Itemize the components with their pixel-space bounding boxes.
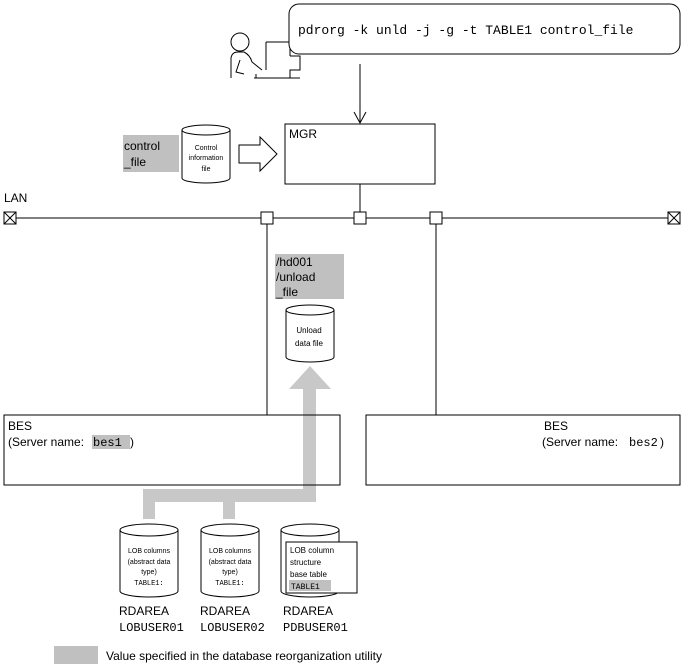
rdarea2-desc-line2: (abstract data (209, 559, 252, 566)
unload-path-line3: _file (275, 285, 298, 299)
command-arrow-head (353, 111, 367, 125)
unload-data-file-cylinder (285, 304, 335, 363)
unload-data-line1: Unload (296, 326, 321, 335)
unload-path-highlight (275, 254, 344, 299)
bes2-box (365, 414, 681, 486)
control-info-file-cylinder (181, 124, 231, 184)
bes1-title: BES (8, 419, 32, 433)
rdarea-lobuser01-cylinder (119, 523, 179, 598)
unload-flow-arrow (143, 366, 331, 519)
rdarea2-rd-name: LOBUSER02 (200, 621, 265, 635)
rdarea-lobuser02-cylinder (200, 523, 260, 598)
control-info-line3: file (202, 166, 211, 173)
bes1-server-prefix: (Server name: (8, 435, 84, 449)
operator-icon (230, 32, 301, 79)
control-file-line1: control (124, 139, 160, 153)
unload-path-line1: /hd001 (276, 255, 313, 269)
control-file-highlight (123, 135, 179, 172)
lan-terminator-right (667, 211, 681, 225)
unload-path-line2: /unload (276, 270, 315, 284)
rdarea3-rd-label: RDAREA (283, 604, 333, 618)
rdarea1-desc-line2: (abstract data (128, 559, 171, 566)
legend-text: Value specified in the database reorgani… (106, 649, 382, 663)
rdarea2-rd-label: RDAREA (200, 604, 250, 618)
control-info-line1: Control (195, 145, 218, 152)
rdarea3-desc-line3: base table (290, 570, 327, 579)
rdarea3-rd-name: PDBUSER01 (283, 621, 348, 635)
rdarea1-table: TABLE1: (134, 580, 163, 588)
rdarea1-rd-label: RDAREA (119, 604, 169, 618)
rdarea3-desc-line1: LOB column (290, 546, 334, 555)
mgr-box (284, 123, 436, 185)
bes1-server-name: bes1 (93, 436, 122, 450)
bes2-server-name: bes2 (629, 436, 658, 450)
bes2-server-prefix: (Server name: (542, 435, 618, 449)
mgr-label: MGR (289, 127, 317, 141)
lan-node-bes2 (429, 211, 443, 225)
rdarea3-table: TABLE1 (291, 583, 320, 592)
control-file-line2: _file (123, 155, 146, 169)
rdarea2-desc-line1: LOB columns (209, 548, 252, 555)
rdarea1-desc-line1: LOB columns (128, 548, 171, 555)
bes1-name-highlight (92, 435, 130, 449)
legend-swatch (54, 646, 98, 664)
rdarea2-table: TABLE1: (215, 580, 244, 588)
bes1-box (3, 414, 341, 486)
rdarea2-desc-line3: type) (222, 569, 238, 576)
rdarea3-desc-line2: structure (290, 558, 322, 567)
rdarea1-rd-name: LOBUSER01 (119, 621, 184, 635)
command-box (288, 3, 681, 55)
lan-terminator-left (3, 211, 17, 225)
command-text: pdrorg -k unld -j -g -t TABLE1 control_f… (298, 23, 633, 38)
rdarea3-table-highlight (289, 580, 331, 591)
bes2-server-suffix: ) (660, 435, 664, 449)
input-hollow-arrow (238, 135, 278, 173)
lan-node-bes1 (260, 211, 274, 225)
lan-label: LAN (4, 191, 27, 205)
rdarea1-desc-line3: type) (141, 569, 157, 576)
lan-node-mgr (353, 211, 367, 225)
control-info-line2: information (189, 155, 224, 162)
unload-data-line2: data file (295, 339, 324, 348)
bes1-server-suffix: ) (130, 435, 134, 449)
bes2-title: BES (544, 419, 568, 433)
